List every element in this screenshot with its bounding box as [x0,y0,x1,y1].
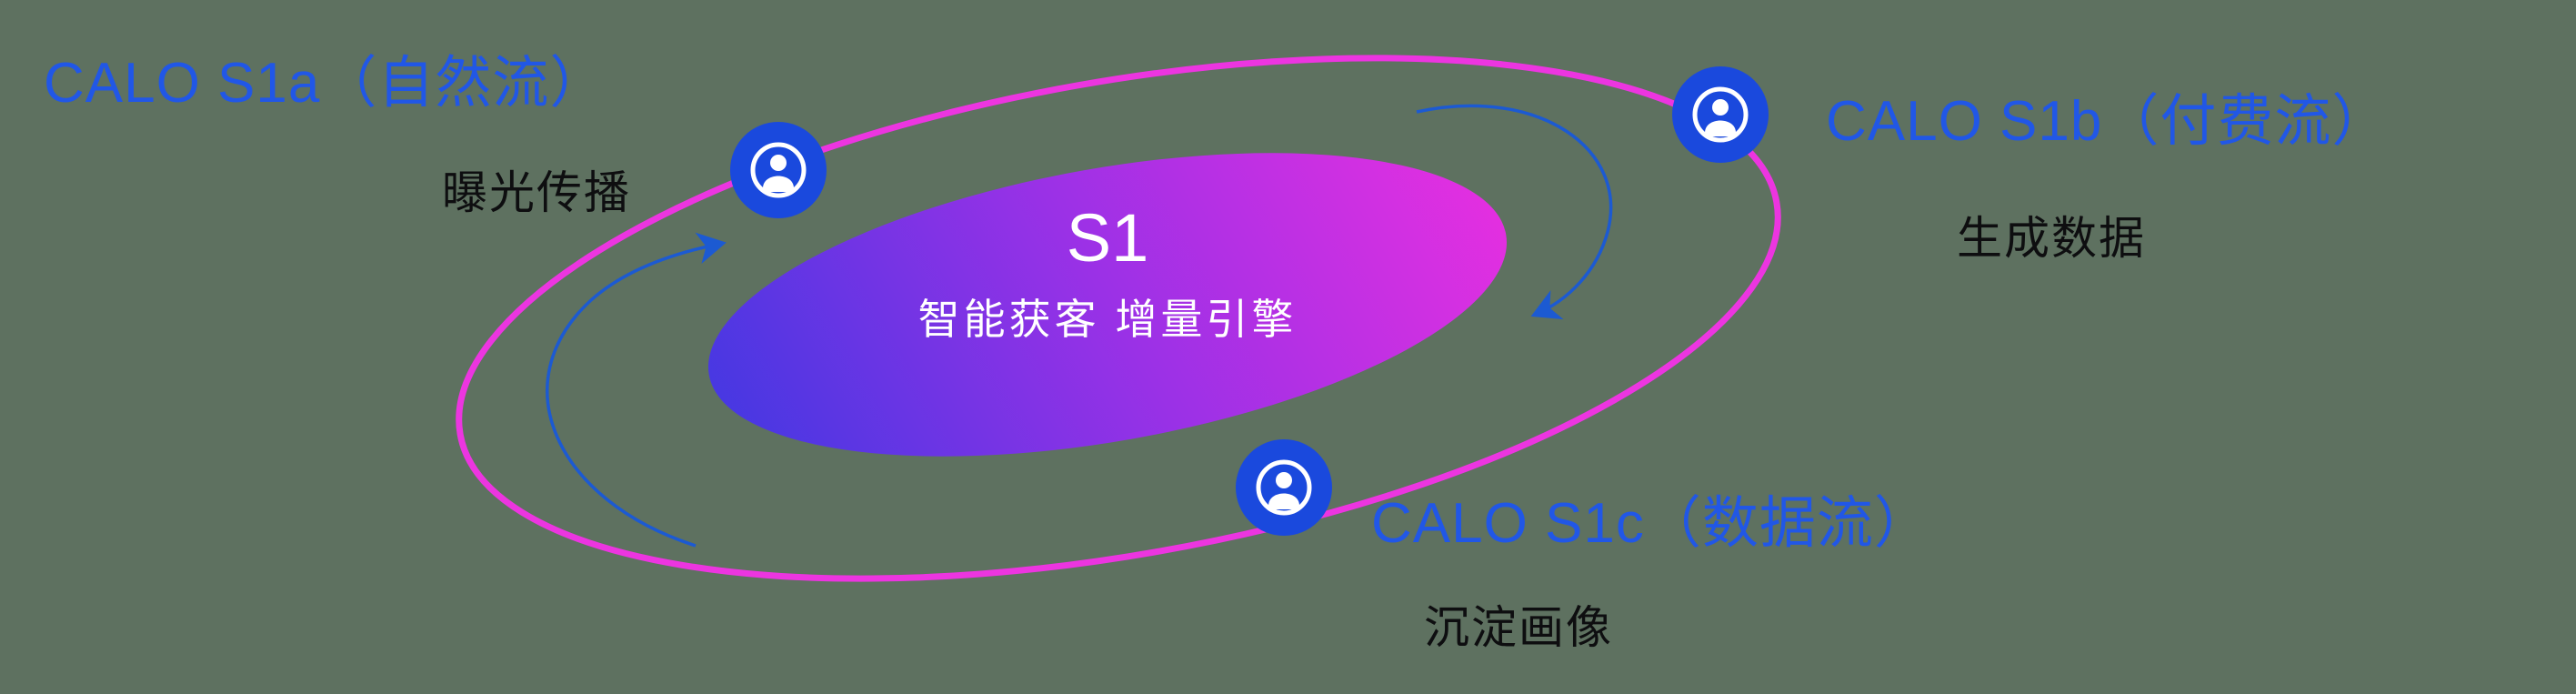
node-s1b-label: CALO S1b（付费流） [1826,90,2390,153]
core-title: S1 [1066,200,1149,276]
user-circle-icon [1236,439,1332,536]
user-circle-icon [730,122,827,218]
node-s1a-label: CALO S1a（自然流） [44,52,607,115]
orbit-ring [456,55,1781,582]
core-ellipse [707,153,1508,457]
flow-arrow-left [546,232,727,548]
node-s1b-sublabel: 生成数据 [1957,213,2146,264]
flow-arrow-right [1416,104,1613,320]
core-subtitle: 智能获客 增量引擎 [917,296,1298,343]
core-text-block: S1 智能获客 增量引擎 [835,205,1380,347]
node-s1c-sublabel: 沉淀画像 [1424,602,1613,653]
node-s1a-sublabel: 曝光传播 [442,167,631,218]
user-circle-icon [1672,66,1769,163]
node-s1c-label: CALO S1c（数据流） [1371,492,1931,555]
